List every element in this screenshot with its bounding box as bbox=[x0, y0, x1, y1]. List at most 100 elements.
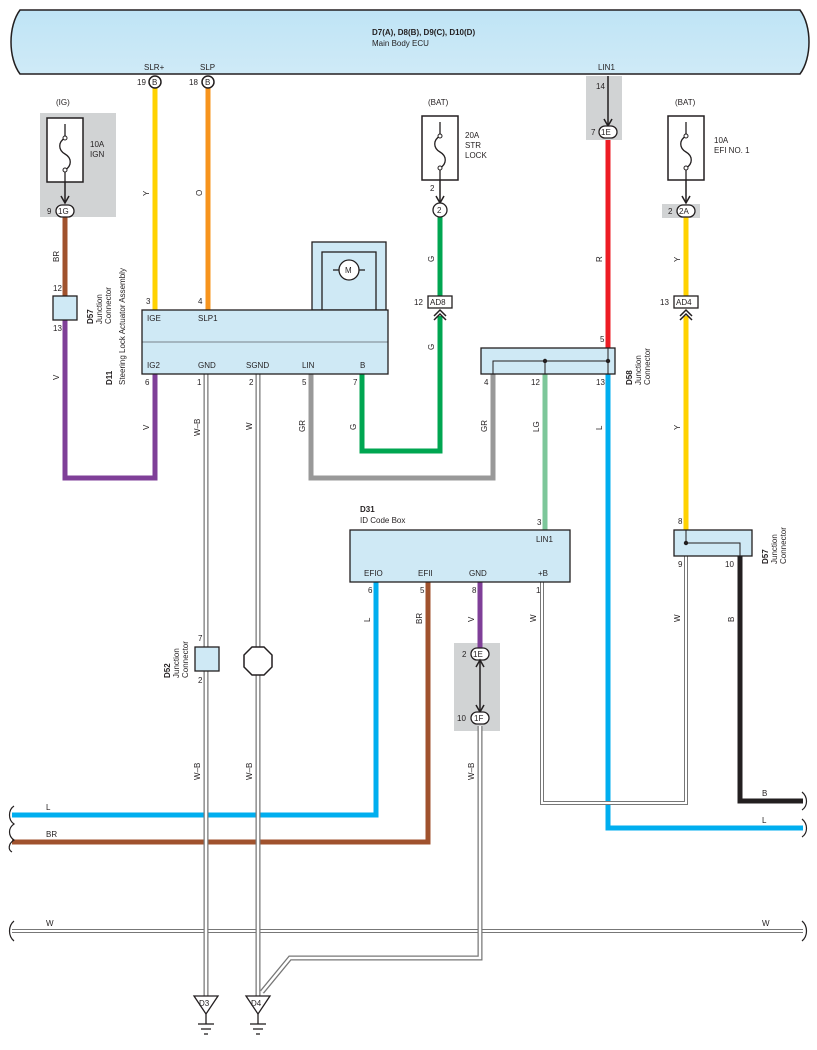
ecu-subtitle: Main Body ECU bbox=[372, 39, 429, 48]
ad8-pin: 12 bbox=[414, 298, 423, 307]
wl-efi-y1: Y bbox=[673, 256, 682, 262]
j1f-label: 1F bbox=[474, 714, 483, 723]
wl-str-g1: G bbox=[427, 256, 436, 262]
d31-pin-b: +B bbox=[538, 569, 548, 578]
wire-d58-blue bbox=[605, 374, 803, 831]
ad8-label: AD8 bbox=[430, 298, 446, 307]
d57-right-junction: 8 9 10 D57 Junction Connector bbox=[673, 517, 788, 569]
d52-junction: 7 2 D52 Junction Connector bbox=[163, 634, 220, 685]
efi-source: (BAT) bbox=[675, 98, 696, 107]
d11-pin-ige: IGE bbox=[147, 314, 161, 323]
wire-str-green-lower bbox=[359, 316, 443, 454]
ecu-lin1-connector: 14 1E 7 bbox=[591, 76, 618, 139]
wl-bus-b-right: B bbox=[762, 789, 767, 798]
d52-n2: 2 bbox=[198, 676, 203, 685]
main-body-ecu: D7(A), D8(B), D9(C), D10(D) Main Body EC… bbox=[10, 9, 810, 75]
ecu-title: D7(A), D8(B), D9(C), D10(D) bbox=[372, 28, 475, 37]
ecu-connector-18: B 18 bbox=[189, 75, 215, 89]
wire-ig2-purple bbox=[62, 320, 158, 481]
d11-id: D11 bbox=[105, 370, 114, 385]
ecu-pin-19: 19 bbox=[137, 78, 146, 87]
d11-n4: 4 bbox=[198, 297, 203, 306]
ground-d4: D4 bbox=[244, 995, 272, 1035]
ecu-connector-19: B 19 bbox=[137, 75, 162, 89]
d57l-line1: Junction bbox=[95, 294, 104, 324]
d11-pin-gnd: GND bbox=[198, 361, 216, 370]
str-name2: LOCK bbox=[465, 151, 487, 160]
ign-name: IGN bbox=[90, 150, 104, 159]
wl-d58-gr: GR bbox=[480, 420, 489, 432]
d11-steering-lock-actuator: M IGE SLP1 IG2 GND SGND LIN B 3 4 6 1 2 … bbox=[105, 241, 389, 387]
ecu-pin-14: 14 bbox=[596, 82, 605, 91]
wl-sgnd-w: W bbox=[245, 422, 254, 430]
wire-efio-blue bbox=[12, 582, 379, 818]
d57l-id: D57 bbox=[86, 309, 95, 324]
wire-efii-brown bbox=[12, 582, 431, 845]
d31-pin-efio: EFIO bbox=[364, 569, 383, 578]
d11-n1: 1 bbox=[197, 378, 202, 387]
bus-breaks bbox=[8, 791, 808, 942]
wl-bus-br-left: BR bbox=[46, 830, 57, 839]
wl-str-g2: G bbox=[427, 344, 436, 350]
d58-n12: 12 bbox=[531, 378, 540, 387]
wl-ign: BR bbox=[52, 251, 61, 262]
wl-gnd-wb: W–B bbox=[193, 419, 202, 436]
d31-n6: 6 bbox=[368, 586, 373, 595]
wl-efi-y2: Y bbox=[673, 424, 682, 430]
wl-bus-w-left: W bbox=[46, 919, 54, 928]
d52-id: D52 bbox=[163, 663, 172, 678]
d57r-n10: 10 bbox=[725, 560, 734, 569]
d11-n7: 7 bbox=[353, 378, 358, 387]
d57r-id: D57 bbox=[761, 549, 770, 564]
efi-conn: 2A bbox=[679, 207, 689, 216]
wl-ig2: V bbox=[142, 424, 151, 430]
d57r-line1: Junction bbox=[770, 534, 779, 564]
d52-line2: Connector bbox=[181, 641, 190, 678]
str-conn: 2 bbox=[437, 206, 442, 215]
d31-n8: 8 bbox=[472, 586, 477, 595]
d57l-pin-bot: 13 bbox=[53, 324, 62, 333]
ad4-pin: 13 bbox=[660, 298, 669, 307]
ign-pin: 9 bbox=[47, 207, 52, 216]
d11-pin-b: B bbox=[360, 361, 365, 370]
ecu-pin-slp: SLP bbox=[200, 63, 215, 72]
str-amp: 20A bbox=[465, 131, 480, 140]
d31-id: D31 bbox=[360, 505, 375, 514]
d52-n7: 7 bbox=[198, 634, 203, 643]
d57r-line2: Connector bbox=[779, 527, 788, 564]
d11-n5: 5 bbox=[302, 378, 307, 387]
wl-gnd2-wb: W–B bbox=[467, 763, 476, 780]
str-source: (BAT) bbox=[428, 98, 449, 107]
wl-bus-l-left: L bbox=[46, 803, 51, 812]
fuse-ign: (IG) 10A IGN 1G 9 bbox=[46, 98, 105, 218]
d57l-pin-top: 12 bbox=[53, 284, 62, 293]
wl-d57-w: W bbox=[673, 614, 682, 622]
d31-n3: 3 bbox=[537, 518, 542, 527]
ign-conn: 1G bbox=[58, 207, 69, 216]
d31-name: ID Code Box bbox=[360, 516, 405, 525]
d58-n4: 4 bbox=[484, 378, 489, 387]
d11-name: Steering Lock Actuator Assembly bbox=[118, 268, 127, 385]
j1f-pin: 10 bbox=[457, 714, 466, 723]
wl-d57v: V bbox=[52, 374, 61, 380]
wl-bus-l-right: L bbox=[762, 816, 767, 825]
ecu-pin-18: 18 bbox=[189, 78, 198, 87]
d11-n3: 3 bbox=[146, 297, 151, 306]
wl-efii-br: BR bbox=[415, 613, 424, 624]
wl-sgnd-wb: W–B bbox=[245, 763, 254, 780]
efi-name: EFI NO. 1 bbox=[714, 146, 750, 155]
ground-d3: D3 bbox=[192, 995, 220, 1035]
j1e2-pin: 2 bbox=[462, 650, 467, 659]
efi-pin: 2 bbox=[668, 207, 673, 216]
ad4-label: AD4 bbox=[676, 298, 692, 307]
ign-source: (IG) bbox=[56, 98, 70, 107]
d58-line2: Connector bbox=[643, 348, 652, 385]
wl-lin-gr: GR bbox=[298, 420, 307, 432]
ign-amp: 10A bbox=[90, 140, 105, 149]
wl-slp: O bbox=[195, 190, 204, 196]
wire-1f-wb-core bbox=[261, 726, 482, 993]
d57-left-junction: 12 13 D57 Junction Connector bbox=[52, 284, 113, 333]
ecu-conn-b2: B bbox=[205, 78, 210, 87]
connector-ad4: AD4 13 bbox=[660, 295, 699, 321]
wire-d57-white bbox=[540, 556, 688, 805]
